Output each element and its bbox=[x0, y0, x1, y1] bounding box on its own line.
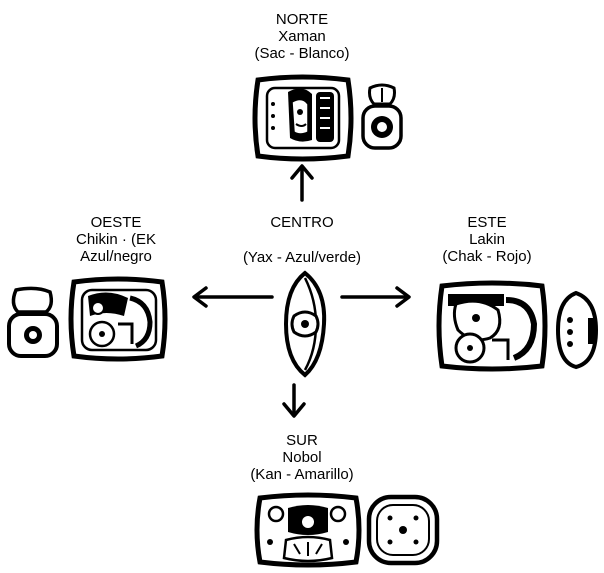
south-day-glyph-icon bbox=[252, 492, 364, 568]
south-affix-icon bbox=[366, 494, 440, 566]
arrow-right-icon bbox=[342, 288, 409, 306]
north-affix-icon bbox=[360, 84, 404, 150]
arrow-left-icon bbox=[194, 288, 272, 306]
east-day-glyph-icon bbox=[434, 280, 550, 372]
arrow-down-icon bbox=[284, 385, 304, 416]
center-glyph-icon bbox=[282, 270, 328, 378]
east-affix-icon bbox=[554, 290, 600, 370]
west-affix-icon bbox=[6, 286, 60, 358]
west-day-glyph-icon bbox=[66, 276, 170, 362]
north-day-glyph-icon bbox=[250, 74, 356, 162]
arrow-up-icon bbox=[292, 166, 312, 200]
